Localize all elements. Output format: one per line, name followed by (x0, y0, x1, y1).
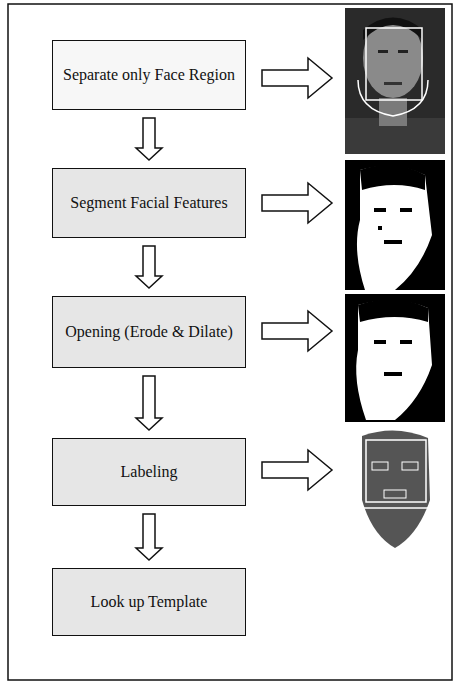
box-label: Look up Template (91, 592, 208, 613)
outer-frame (8, 4, 452, 680)
flow-arrow (136, 376, 162, 430)
box-label: Labeling (121, 462, 178, 483)
process-box: Look up Template (52, 568, 246, 636)
process-box: Segment Facial Features (52, 168, 246, 238)
flow-arrow (136, 246, 162, 288)
box-label: Separate only Face Region (63, 65, 235, 86)
labeled-photo (345, 426, 445, 556)
flow-arrow (136, 514, 162, 560)
process-box: Opening (Erode & Dilate) (52, 296, 246, 368)
flow-arrow (136, 118, 162, 160)
right-arrow (262, 311, 332, 351)
process-box: Labeling (52, 438, 246, 506)
box-label: Opening (Erode & Dilate) (65, 322, 233, 343)
right-arrows (262, 58, 332, 490)
box-label: Segment Facial Features (70, 193, 227, 214)
right-arrow (262, 183, 332, 223)
opened-photo (345, 294, 445, 422)
right-arrow (262, 450, 332, 490)
right-arrow (262, 58, 332, 98)
segmented-photo (345, 160, 445, 290)
process-box: Separate only Face Region (52, 40, 246, 110)
face-photo (345, 8, 445, 154)
